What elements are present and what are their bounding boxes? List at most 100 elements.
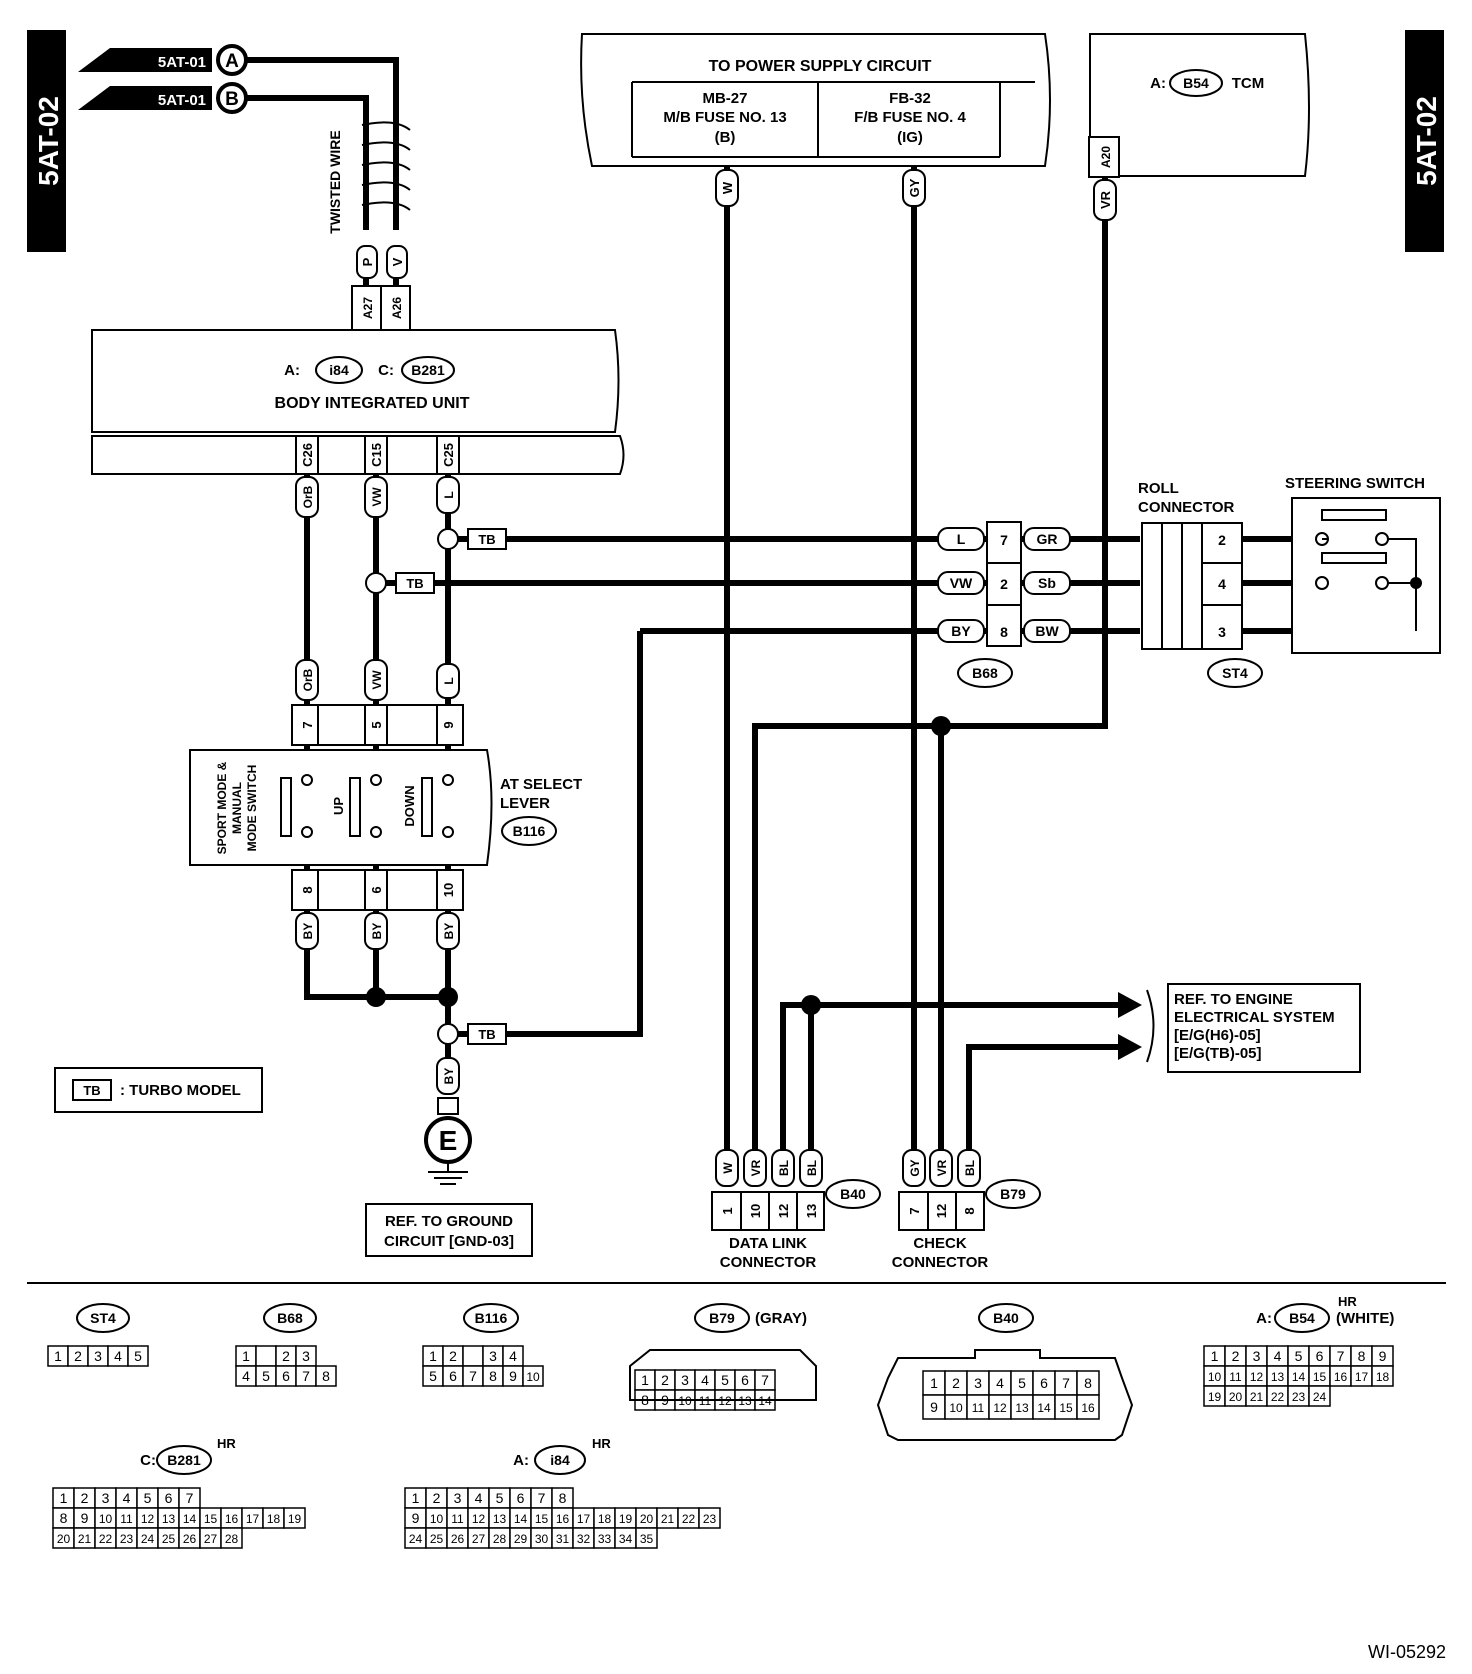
pin-number: 25: [162, 1532, 176, 1546]
pin-number: 18: [598, 1512, 612, 1526]
pin-number: 9: [930, 1399, 938, 1415]
svg-text:UP: UP: [331, 797, 346, 815]
svg-text:P: P: [360, 257, 375, 266]
at-lever-bottom-pins: 8 6 10: [291, 869, 464, 911]
svg-text:13: 13: [804, 1204, 819, 1218]
pill-w: W: [715, 169, 739, 207]
pin-number: 3: [102, 1490, 110, 1506]
can-wire-b: 5AT-01 B: [78, 82, 248, 114]
pin-number: 7: [1062, 1375, 1070, 1391]
pin-number: 4: [701, 1372, 709, 1388]
pin-number: 8: [1084, 1375, 1092, 1391]
pin-number: 31: [556, 1532, 570, 1546]
section-tab-left-label: 5AT-02: [33, 96, 64, 186]
pin-number: 21: [661, 1512, 675, 1526]
wire-bl-engine: [780, 1002, 1120, 1150]
biu-pin-a27: A27: [361, 297, 375, 319]
pill-l-lever: L: [436, 663, 460, 699]
wire-bl-check: [966, 1044, 1120, 1150]
svg-text:VW: VW: [370, 670, 384, 690]
svg-text:C25: C25: [441, 443, 456, 467]
svg-text:TB: TB: [478, 1027, 495, 1042]
pin-number: 5: [134, 1348, 142, 1364]
svg-text:TO POWER SUPPLY CIRCUIT: TO POWER SUPPLY CIRCUIT: [709, 58, 932, 75]
svg-text:ST4: ST4: [90, 1310, 116, 1326]
twisted-wire-label: TWISTED WIRE: [327, 130, 343, 233]
pin-number: 10: [1208, 1370, 1222, 1384]
svg-text:OrB: OrB: [301, 668, 315, 691]
svg-text:[E/G(TB)-05]: [E/G(TB)-05]: [1174, 1045, 1262, 1062]
svg-text:Sb: Sb: [1038, 575, 1056, 591]
pin-number: 26: [183, 1532, 197, 1546]
pin-number: 14: [514, 1512, 528, 1526]
pin-number: 15: [1313, 1370, 1327, 1384]
biu-top-wire-v: V: [386, 245, 408, 279]
svg-text:HR: HR: [1338, 1294, 1357, 1309]
pin-number: 6: [517, 1490, 525, 1506]
pin-number: 2: [282, 1348, 290, 1364]
pill-vr-tcm: VR: [1093, 179, 1117, 221]
svg-text:FB-32: FB-32: [889, 90, 931, 107]
pin-number: 8: [1358, 1348, 1366, 1364]
pill-vw-lever: VW: [364, 659, 388, 701]
pin-number: 5: [496, 1490, 504, 1506]
pin-cell: [522, 1365, 544, 1387]
pin-cell: [283, 1507, 306, 1529]
svg-text:M/B FUSE NO. 13: M/B FUSE NO. 13: [663, 109, 786, 126]
pin-number: 29: [514, 1532, 528, 1546]
ground-symbol: BY E: [424, 1057, 472, 1185]
svg-text:B54: B54: [1289, 1310, 1315, 1326]
svg-text:2: 2: [1000, 576, 1008, 592]
pin-number: 1: [412, 1490, 420, 1506]
svg-text:12: 12: [934, 1204, 949, 1218]
arrow-engine-2: [1118, 1034, 1142, 1060]
svg-text:F/B FUSE NO. 4: F/B FUSE NO. 4: [854, 109, 966, 126]
tb-junction-by: TB: [437, 1023, 507, 1045]
pin-number: 4: [475, 1490, 483, 1506]
svg-text:B281: B281: [411, 362, 445, 378]
pin-number: 16: [556, 1512, 570, 1526]
pin-number: 13: [162, 1512, 176, 1526]
pin-number: 7: [1337, 1348, 1345, 1364]
pin-number: 22: [682, 1512, 696, 1526]
pin-number: 13: [493, 1512, 507, 1526]
pin-number: 16: [1081, 1401, 1095, 1415]
pin-number: 24: [409, 1532, 423, 1546]
connector-face-b79-label: B79 (GRAY): [694, 1303, 807, 1333]
pin-number: 11: [451, 1512, 464, 1526]
pin-number: 27: [204, 1532, 218, 1546]
b40-shell: [876, 1349, 1134, 1441]
svg-text:5: 5: [369, 721, 384, 728]
pin-number: 26: [451, 1532, 465, 1546]
svg-text:BY: BY: [951, 623, 971, 639]
pin-number: 28: [493, 1532, 507, 1546]
svg-text:REF. TO ENGINE: REF. TO ENGINE: [1174, 991, 1293, 1008]
pin-number: 3: [454, 1490, 462, 1506]
pin-number: 5: [144, 1490, 152, 1506]
svg-text:TB: TB: [478, 532, 495, 547]
svg-text:SPORT MODE &: SPORT MODE &: [215, 761, 229, 854]
svg-text:7: 7: [1000, 532, 1008, 548]
pin-number: 12: [141, 1512, 155, 1526]
pill-by-1: BY: [295, 912, 319, 950]
svg-text:VW: VW: [370, 487, 384, 507]
svg-text:i84: i84: [329, 362, 349, 378]
pin-number: 9: [412, 1510, 420, 1526]
pin-number: 21: [78, 1532, 92, 1546]
svg-text:10: 10: [748, 1204, 763, 1218]
svg-text:CONNECTOR: CONNECTOR: [1138, 499, 1235, 516]
pin-number: 11: [120, 1512, 133, 1526]
steering-switch: STEERING SWITCH: [1285, 475, 1441, 654]
pin-number: 4: [242, 1368, 250, 1384]
pin-number: 3: [974, 1375, 982, 1391]
pin-number: 6: [741, 1372, 749, 1388]
svg-text:[E/G(H6)-05]: [E/G(H6)-05]: [1174, 1027, 1261, 1044]
pin-number: 3: [1253, 1348, 1261, 1364]
pin-number: 20: [640, 1512, 654, 1526]
svg-text:BL: BL: [805, 1160, 819, 1176]
pin-number: 19: [288, 1512, 302, 1526]
svg-text:B40: B40: [840, 1186, 866, 1202]
pin-number: 19: [619, 1512, 633, 1526]
